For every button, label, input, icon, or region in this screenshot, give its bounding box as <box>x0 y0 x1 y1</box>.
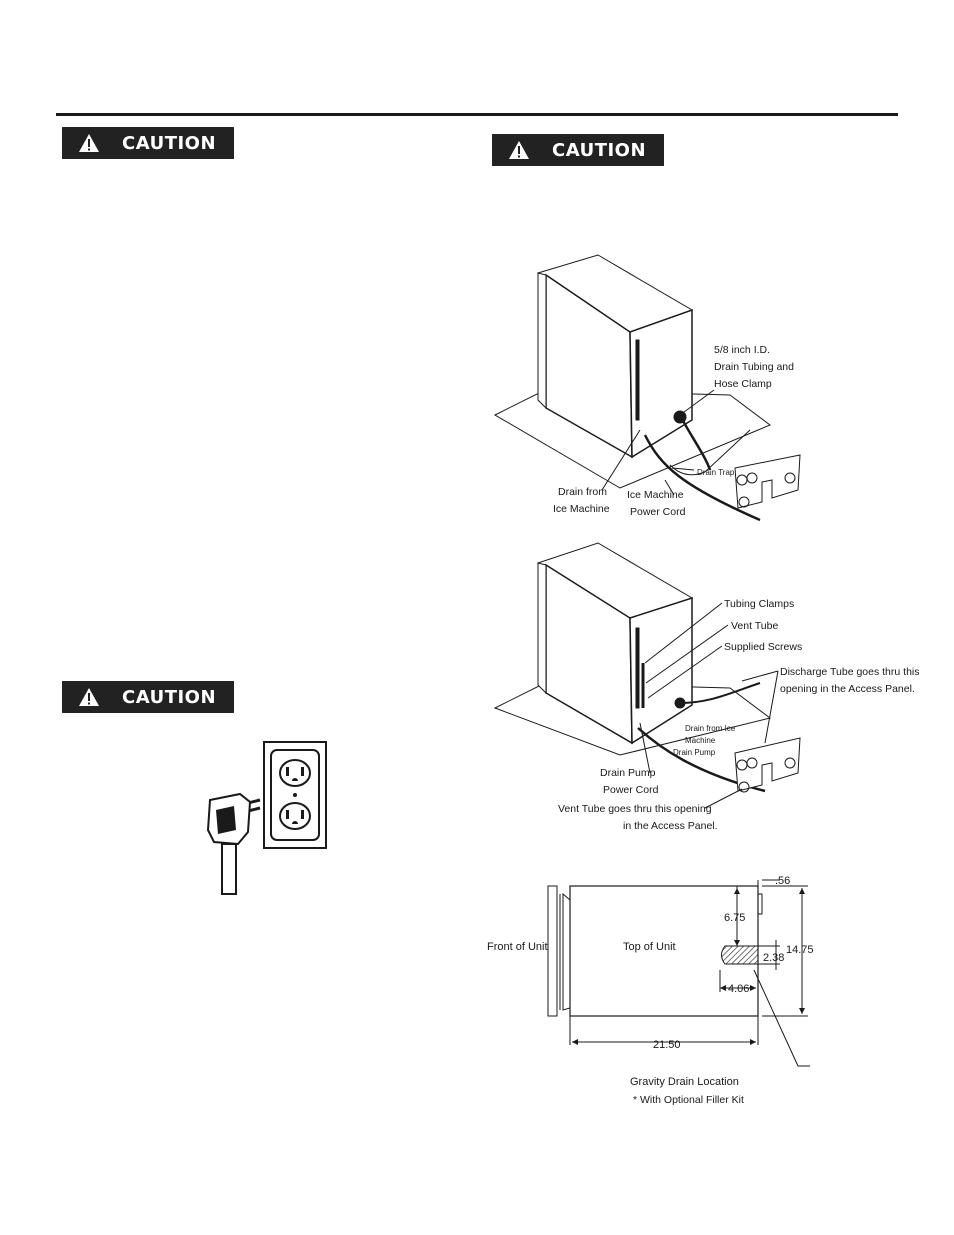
warning-icon <box>79 134 99 152</box>
power-cord <box>643 434 761 522</box>
arrowhead <box>572 1039 578 1045</box>
panel-hole <box>784 472 796 484</box>
floor-plane <box>493 682 772 756</box>
callout-power-cord-2: Power Cord <box>630 506 686 518</box>
callout-drain-tubing-3: Hose Clamp <box>714 378 772 390</box>
caution-label: CAUTION <box>122 686 217 708</box>
panel-hole <box>784 757 796 769</box>
callout-drain-from-1: Drain from <box>558 486 607 498</box>
callout-discharge-tube-2: opening in the Access Panel. <box>780 683 915 695</box>
hose-clamp <box>673 410 687 424</box>
dim-14-75: 14.75 <box>786 944 814 956</box>
floor-plane <box>493 389 771 489</box>
leader-line <box>647 645 723 699</box>
callout-power-cord-1: Ice Machine <box>627 489 684 501</box>
leader-line <box>664 479 675 496</box>
caution-label: CAUTION <box>552 139 647 161</box>
callout-drain-tubing-1: 5/8 inch I.D. <box>714 344 770 356</box>
discharge-tube <box>679 682 761 704</box>
panel-hole <box>746 757 758 769</box>
warning-icon <box>79 688 99 706</box>
leader-line <box>639 722 651 774</box>
callout-pump-cord-1: Drain Pump <box>600 767 656 779</box>
callout-drain-trap: Drain Trap <box>697 468 735 477</box>
leader-line <box>645 624 729 684</box>
callout-pump-cord-2: Power Cord <box>603 784 659 796</box>
callout-drain-pump: Drain Pump <box>673 748 716 757</box>
leader-line <box>679 389 715 416</box>
label-top-of-unit: Top of Unit <box>623 941 676 953</box>
rear-fitting <box>757 893 763 915</box>
arrowhead <box>750 1039 756 1045</box>
callout-vent-opening-1: Vent Tube goes thru this opening <box>558 803 712 815</box>
leader-line <box>644 602 723 664</box>
panel-hole <box>738 496 750 508</box>
drain-location-area <box>721 945 759 965</box>
leader-line <box>764 670 779 744</box>
cabinet-door-edge <box>537 272 547 410</box>
cabinet-door-edge <box>537 562 547 695</box>
plug-outlet-illustration <box>206 741 327 895</box>
pump-fitting <box>674 697 686 709</box>
figure-gravity-drain-install: 5/8 inch I.D. Drain Tubing and Hose Clam… <box>493 254 801 522</box>
panel-hole <box>746 472 758 484</box>
cabinet-hinge-strip <box>635 339 640 421</box>
cabinet-hinge-strip <box>635 627 640 709</box>
dim-4-06: 4.06 <box>728 983 749 995</box>
access-panel <box>734 737 801 792</box>
arrowhead <box>799 1008 805 1014</box>
callout-drain-from-2: Ice Machine <box>553 503 610 515</box>
arrowhead <box>734 888 740 894</box>
arrowhead <box>799 888 805 894</box>
leader-line <box>601 429 641 491</box>
caution-label: CAUTION <box>122 132 217 154</box>
front-door-outline <box>547 885 558 1017</box>
drain-tube <box>678 414 712 471</box>
arrowhead <box>720 985 726 991</box>
callout-vent-tube: Vent Tube <box>731 620 778 632</box>
arrowhead <box>734 940 740 946</box>
dim-0-56: .56 <box>775 875 790 887</box>
leader-line <box>704 788 743 809</box>
front-door-side <box>562 892 571 1011</box>
callout-vent-opening-2: in the Access Panel. <box>623 820 718 832</box>
figure-drain-pump-install: Tubing Clamps Vent Tube Supplied Screws … <box>493 542 920 832</box>
label-front-of-unit: Front of Unit <box>487 941 548 953</box>
caution-banner-3: CAUTION <box>62 681 234 713</box>
figure-gravity-drain-location: Front of Unit Top of Unit 21.50 14.75 .5… <box>487 875 814 1106</box>
caution-banner-2: CAUTION <box>492 134 664 166</box>
callout-tubing-clamps: Tubing Clamps <box>724 598 794 610</box>
power-plug <box>206 792 261 895</box>
leader-line <box>671 467 695 471</box>
figure-caption-note: * With Optional Filler Kit <box>633 1094 744 1106</box>
callout-discharge-tube-1: Discharge Tube goes thru this <box>780 666 920 678</box>
callout-drain-from-ice-2: Machine <box>685 736 716 745</box>
header-rule <box>56 113 898 116</box>
leader-line <box>753 969 799 1067</box>
wall-outlet <box>263 741 327 849</box>
dim-6-75: 6.75 <box>724 912 745 924</box>
dim-2-38: 2.38 <box>763 952 784 964</box>
warning-icon <box>509 141 529 159</box>
caution-banner-1: CAUTION <box>62 127 234 159</box>
figure-caption: Gravity Drain Location <box>630 1076 739 1088</box>
callout-drain-tubing-2: Drain Tubing and <box>714 361 794 373</box>
dim-21-50: 21.50 <box>653 1039 681 1051</box>
arrowhead <box>750 985 756 991</box>
callout-drain-from-ice-1: Drain from Ice <box>685 724 736 733</box>
callout-supplied-screws: Supplied Screws <box>724 641 802 653</box>
leader-line <box>741 670 779 682</box>
panel-hole <box>738 781 750 793</box>
access-panel <box>734 454 801 509</box>
